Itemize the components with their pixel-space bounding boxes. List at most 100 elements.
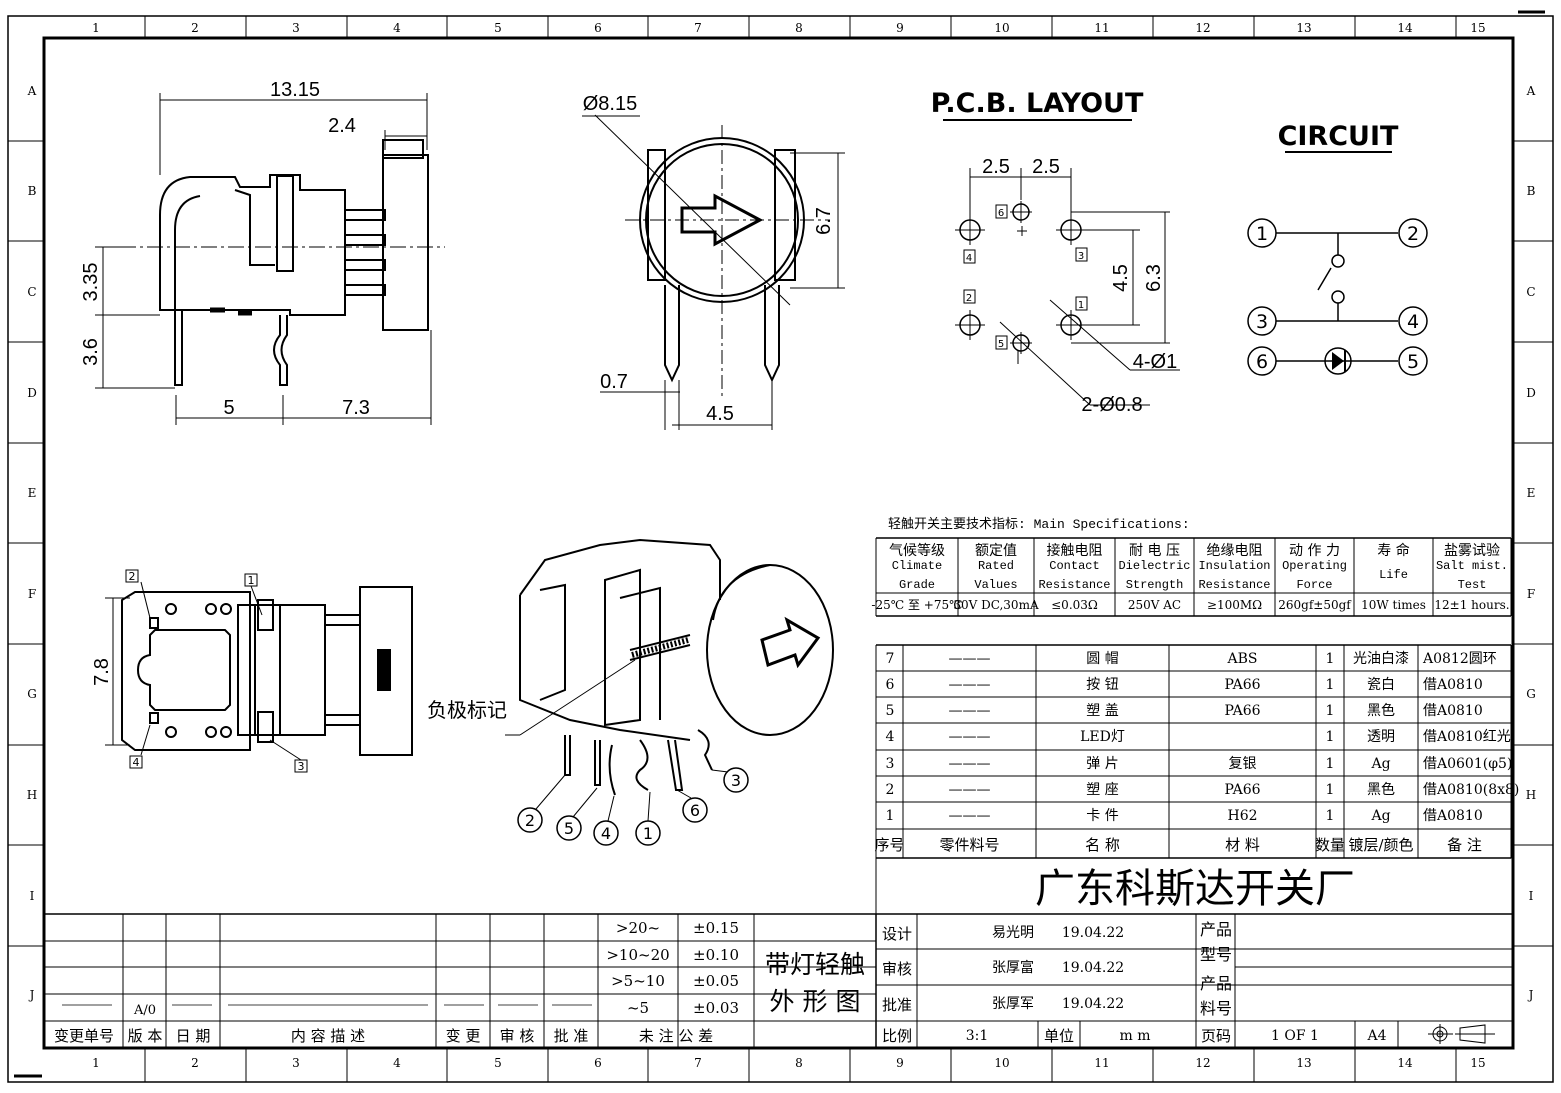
pcb-layout: P.C.B. LAYOUT	[931, 88, 1180, 416]
approve-label: 批准	[882, 996, 912, 1014]
company-banner: 广东科斯达开关厂	[875, 857, 1513, 914]
bottom-view	[105, 569, 413, 773]
bom-cell-name: 按 钮	[1086, 677, 1118, 693]
spec-header-en1: Operating	[1282, 559, 1347, 573]
circuit-pin-2: 2	[1407, 223, 1419, 245]
spec-header-en2: Values	[974, 578, 1017, 592]
bom-cell-no: 4	[886, 729, 895, 745]
pcb-pin-4: 4	[966, 253, 972, 264]
check-date: 19.04.22	[1062, 960, 1124, 976]
bom-cell-no: 3	[886, 756, 895, 772]
grid-col-label: 10	[994, 1056, 1009, 1070]
grid-row-label: H	[1526, 788, 1536, 802]
bom-cell-material: PA66	[1224, 677, 1260, 693]
bom-cell-part: ———	[949, 782, 991, 798]
spec-value: 10W times	[1361, 598, 1426, 612]
model-label: 产品	[1200, 920, 1232, 939]
bom-cell-note: 借A0810	[1423, 703, 1483, 719]
circuit-pin-6: 6	[1256, 351, 1268, 373]
bom-cell-note: 借A0810	[1423, 808, 1483, 824]
pcb-dim-overall: 6.3	[1143, 264, 1165, 292]
bom-cell-material: PA66	[1224, 782, 1260, 798]
circuit-pin-3: 3	[1256, 311, 1268, 333]
page-value: 1 OF 1	[1271, 1028, 1319, 1044]
bom-cell-qty: 1	[1326, 808, 1335, 824]
dim-body-width: 7.8	[91, 658, 113, 686]
spec-header-en1: Life	[1379, 568, 1408, 582]
dim-pin-pitch: 4.5	[706, 403, 734, 425]
spec-header-en2: Resistance	[1198, 578, 1270, 592]
grid-col-label: 11	[1094, 21, 1109, 35]
grid-col-label: 1	[92, 1056, 100, 1070]
grid-row-label: A	[1526, 84, 1536, 98]
design-date: 19.04.22	[1062, 925, 1124, 941]
iso-pin-1: 1	[643, 824, 653, 843]
spec-header-cn: 额定值	[975, 543, 1017, 559]
bom-cell-qty: 1	[1326, 651, 1335, 667]
grid-col-label: 4	[393, 21, 401, 35]
scale-value: 3:1	[966, 1028, 989, 1044]
bom-cell-part: ———	[949, 808, 991, 824]
grid-row-label: B	[1527, 184, 1536, 198]
grid-col-label: 4	[393, 1056, 401, 1070]
pcb-pin-3: 3	[1078, 251, 1084, 262]
pcb-pin-6: 6	[998, 208, 1004, 219]
front-view-dim-labels: Ø8.15 6.7 0.7 4.5	[583, 93, 835, 425]
revision-header: 日 期	[176, 1027, 211, 1045]
grid-labels: 1122334455667788991010111112121313141415…	[27, 21, 1537, 1070]
bom-cell-name: 圆 帽	[1086, 651, 1118, 667]
tolerance-range: >20~	[616, 919, 660, 937]
company-name: 广东科斯达开关厂	[1035, 866, 1355, 912]
grid-ticks	[8, 16, 1553, 1082]
bom-header-note: 备 注	[1447, 836, 1482, 854]
unit-label: 单位	[1044, 1027, 1074, 1045]
specs-heading: 轻触开关主要技术指标: Main Specifications:	[888, 517, 1190, 532]
bom-cell-finish: 黑色	[1367, 702, 1395, 719]
spec-header-en2: Resistance	[1038, 578, 1110, 592]
spec-header-en1: Climate	[892, 559, 942, 573]
circuit-title: CIRCUIT	[1278, 121, 1399, 152]
grid-col-label: 2	[191, 1056, 199, 1070]
bom-cell-finish: 黑色	[1367, 781, 1395, 798]
grid-col-label: 14	[1397, 1056, 1413, 1070]
grid-row-label: F	[28, 587, 36, 601]
grid-col-label: 11	[1094, 1056, 1109, 1070]
bom-cell-name: 塑 盖	[1086, 703, 1118, 719]
iso-pin-5: 5	[564, 819, 574, 838]
bom-header-no: 序号	[874, 836, 904, 854]
iso-pin-4: 4	[601, 824, 611, 843]
spec-value: ≥100MΩ	[1207, 598, 1262, 612]
iso-pin-2: 2	[525, 811, 535, 830]
tolerance-range: >10~20	[606, 946, 669, 964]
bottom-pin-3: 3	[298, 760, 305, 773]
dim-cap-diameter: Ø8.15	[583, 93, 637, 115]
isometric-view	[519, 538, 834, 796]
check-name: 张厚富	[992, 959, 1034, 976]
side-view-dim-labels: 13.15 2.4 3.35 3.6 5 7.3	[80, 79, 370, 419]
dim-axis-height: 3.35	[80, 263, 102, 302]
revision-block: >20~±0.15>10~20±0.10>5~10±0.05~5±0.03未 注…	[44, 913, 1513, 1049]
grid-col-label: 9	[896, 1056, 904, 1070]
side-view	[159, 139, 429, 386]
iso-pin-6: 6	[690, 801, 700, 820]
pcb-dim-row-spacing: 4.5	[1110, 264, 1132, 292]
dim-pin-width: 0.7	[600, 371, 628, 393]
bom-header-finish: 镀层/颜色	[1348, 836, 1413, 854]
grid-row-label: G	[27, 687, 37, 701]
grid-row-label: J	[1527, 988, 1534, 1002]
spec-value: 12±1 hours.	[1434, 598, 1509, 612]
grid-row-label: C	[27, 285, 36, 299]
bom-cell-qty: 1	[1326, 677, 1335, 693]
spec-header-en1: Rated	[978, 559, 1014, 573]
bom-header-qty: 数量	[1315, 836, 1345, 854]
bom-cell-finish: 光油白漆	[1353, 651, 1409, 667]
grid-col-label: 9	[896, 21, 904, 35]
grid-col-label: 8	[795, 1056, 803, 1070]
bom-cell-material: 复银	[1229, 755, 1257, 772]
side-view-dimensions	[95, 93, 445, 425]
bom-cell-name: 塑 座	[1086, 782, 1118, 798]
bom-cell-qty: 1	[1326, 729, 1335, 745]
